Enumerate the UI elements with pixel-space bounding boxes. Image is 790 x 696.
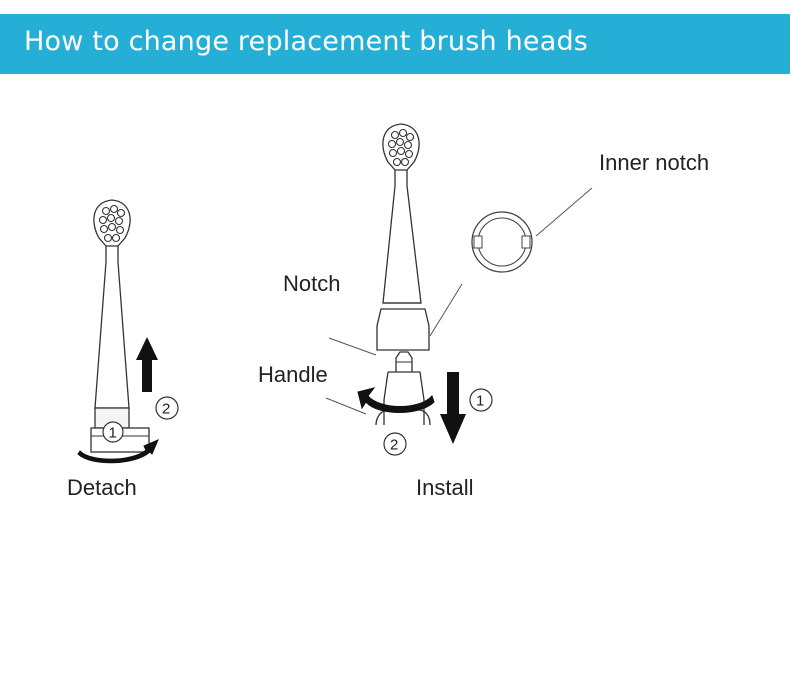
install-leader-lines (325, 187, 593, 415)
page-title: How to change replacement brush heads (24, 26, 589, 57)
install-step-2-number: 2 (390, 437, 398, 454)
detach-up-arrow (136, 337, 158, 392)
install-step-2-badge: 2 (383, 432, 407, 456)
install-brush-shaft (382, 170, 422, 304)
handle-label: Handle (258, 362, 328, 387)
install-handle-body (383, 371, 425, 425)
title-banner: How to change replacement brush heads (0, 14, 790, 74)
install-brush-figure (375, 123, 431, 426)
detach-bristle-head (93, 199, 131, 247)
detach-brush-shaft (94, 246, 130, 409)
detach-step-1-number: 1 (109, 425, 117, 442)
install-bristle-head (382, 123, 420, 171)
install-handle-peg (395, 351, 413, 372)
detach-bristle-tufts (98, 204, 126, 243)
install-label: Install (416, 475, 474, 500)
detach-rotate-arrow (77, 439, 159, 464)
detach-step-1-badge: 1 (102, 421, 124, 443)
inner-notch-label: Inner notch (599, 150, 710, 175)
install-down-arrow (440, 372, 466, 444)
install-step-1-badge: 1 (469, 388, 493, 412)
install-brush-collar (376, 308, 430, 351)
notch-label: Notch (283, 271, 341, 296)
detach-step-2-badge: 2 (155, 396, 179, 420)
install-step-1-number: 1 (476, 393, 484, 410)
detach-brush-figure (90, 199, 150, 453)
inner-notch-detail (471, 211, 533, 273)
install-bristle-tufts (387, 128, 415, 167)
detach-step-2-number: 2 (162, 401, 170, 418)
detach-label: Detach (67, 475, 137, 500)
install-rotate-arrow (357, 387, 435, 413)
